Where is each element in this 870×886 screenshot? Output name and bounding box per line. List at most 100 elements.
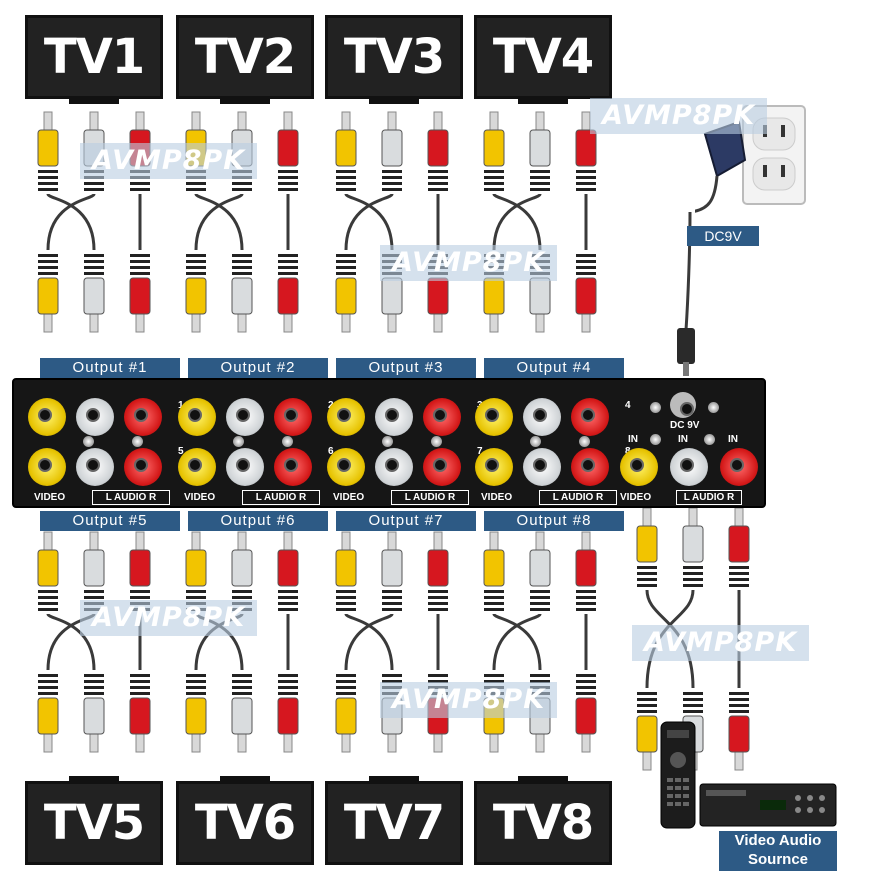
dc9v-label: DC9V xyxy=(687,226,759,246)
tv-screen-tv3: TV3 xyxy=(325,15,463,99)
screw xyxy=(431,436,442,447)
rca-plug-yellow xyxy=(335,531,357,611)
watermark-4: AVMP8PK xyxy=(80,600,258,636)
output-2-audio-right-jack xyxy=(274,398,312,436)
screw xyxy=(650,434,661,445)
tv-stand xyxy=(220,99,270,104)
tv-stand xyxy=(69,99,119,104)
rca-plug-yellow xyxy=(185,674,207,753)
output-1-audio-left-jack xyxy=(76,398,114,436)
rca-plug-red xyxy=(575,531,597,611)
video-label: VIDEO xyxy=(184,492,216,503)
output-banner-5: Output #5 xyxy=(40,511,180,531)
rca-plug-yellow xyxy=(37,254,59,333)
output-banner-2: Output #2 xyxy=(188,358,328,378)
tv-screen-tv6: TV6 xyxy=(176,781,314,865)
rca-plug-white xyxy=(381,531,403,611)
output-8-audio-left-jack xyxy=(523,448,561,486)
rca-plug-white xyxy=(231,254,253,333)
rca-plug-white xyxy=(83,674,105,753)
watermark-1: AVMP8PK xyxy=(80,143,258,179)
source-label-line1: Video Audio xyxy=(734,832,822,849)
output-1-audio-right-jack xyxy=(124,398,162,436)
rca-plug-white xyxy=(682,507,704,587)
tv-stand xyxy=(220,776,270,781)
output-7-video-jack xyxy=(327,448,365,486)
rca-plug-yellow xyxy=(636,692,658,771)
tv-stand xyxy=(518,776,568,781)
screw xyxy=(282,436,293,447)
tv-screen-tv7: TV7 xyxy=(325,781,463,865)
port-number: 5 xyxy=(178,446,184,457)
rca-plug-red xyxy=(277,674,299,753)
rca-plug-yellow xyxy=(636,507,658,587)
rca-plug-yellow xyxy=(37,111,59,191)
screw xyxy=(530,436,541,447)
set-top-box-icon xyxy=(699,783,837,827)
rca-plug-red xyxy=(277,111,299,191)
dc-power-jack xyxy=(670,392,696,418)
output-8-video-jack xyxy=(475,448,513,486)
rca-plug-yellow xyxy=(335,254,357,333)
output-6-video-jack xyxy=(178,448,216,486)
remote-control-icon xyxy=(660,721,696,829)
audio-label: L AUDIO R xyxy=(539,490,617,505)
rca-plug-red xyxy=(427,531,449,611)
rca-plug-red xyxy=(277,254,299,333)
screw xyxy=(83,436,94,447)
tv-screen-tv4: TV4 xyxy=(474,15,612,99)
output-6-audio-left-jack xyxy=(226,448,264,486)
output-banner-8: Output #8 xyxy=(484,511,624,531)
rca-plug-red xyxy=(575,254,597,333)
rca-plug-yellow xyxy=(335,674,357,753)
rca-plug-red xyxy=(277,531,299,611)
output-2-audio-left-jack xyxy=(226,398,264,436)
tv-screen-tv8: TV8 xyxy=(474,781,612,865)
rca-plug-yellow xyxy=(483,111,505,191)
output-8-audio-right-jack xyxy=(571,448,609,486)
output-banner-1: Output #1 xyxy=(40,358,180,378)
output-4-video-jack xyxy=(475,398,513,436)
input-audio-left-jack xyxy=(670,448,708,486)
rca-plug-white xyxy=(529,111,551,191)
rca-plug-red xyxy=(129,531,151,611)
rca-plug-yellow xyxy=(185,254,207,333)
rca-plug-white xyxy=(231,674,253,753)
rca-cable-wire xyxy=(344,613,394,671)
screw xyxy=(382,436,393,447)
tv-stand xyxy=(369,99,419,104)
rca-cable-wire xyxy=(492,613,542,671)
rca-plug-white xyxy=(83,254,105,333)
input-video-jack xyxy=(620,448,658,486)
rca-plug-yellow xyxy=(335,111,357,191)
output-4-audio-left-jack xyxy=(523,398,561,436)
rca-plug-red xyxy=(575,674,597,753)
video-label: VIDEO xyxy=(481,492,513,503)
screw xyxy=(579,436,590,447)
screw xyxy=(233,436,244,447)
output-5-audio-left-jack xyxy=(76,448,114,486)
audio-label: L AUDIO R xyxy=(391,490,469,505)
screw xyxy=(650,402,661,413)
output-3-video-jack xyxy=(327,398,365,436)
rca-plug-red xyxy=(575,111,597,191)
in-label: IN xyxy=(678,434,688,445)
dc-plug-icon xyxy=(677,328,695,364)
output-6-audio-right-jack xyxy=(274,448,312,486)
output-1-video-jack xyxy=(28,398,66,436)
dc-jack-label: DC 9V xyxy=(670,420,700,431)
input-video-label: VIDEO xyxy=(620,492,652,503)
port-number: 6 xyxy=(328,446,334,457)
rca-plug-red xyxy=(129,674,151,753)
output-5-video-jack xyxy=(28,448,66,486)
output-4-audio-right-jack xyxy=(571,398,609,436)
power-cable xyxy=(684,211,692,331)
input-audio-right-jack xyxy=(720,448,758,486)
watermark-2: AVMP8PK xyxy=(380,245,558,281)
video-label: VIDEO xyxy=(333,492,365,503)
screw xyxy=(704,434,715,445)
video-label: VIDEO xyxy=(34,492,66,503)
rca-plug-yellow xyxy=(483,531,505,611)
source-label-line2: Sournce xyxy=(747,851,808,868)
